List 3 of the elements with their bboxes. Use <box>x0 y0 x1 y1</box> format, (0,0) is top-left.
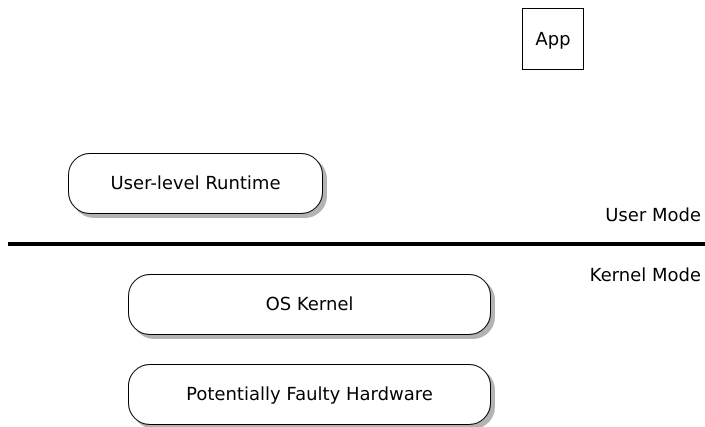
process-box: App <box>522 8 584 70</box>
mode-label: User Mode <box>605 204 701 228</box>
mode-label: Kernel Mode <box>590 264 701 288</box>
